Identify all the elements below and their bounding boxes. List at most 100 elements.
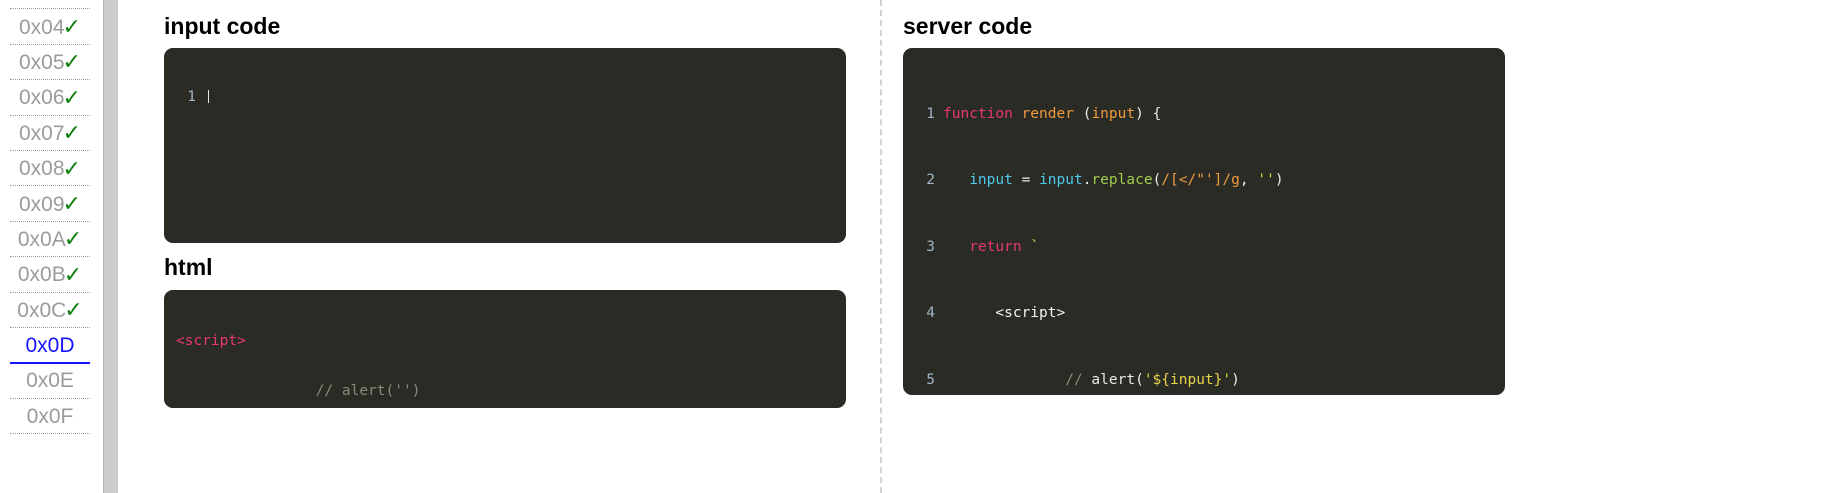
- method-replace: replace: [1091, 172, 1153, 189]
- html-open-script-tag: <script>: [176, 332, 246, 349]
- server-line-2: 2 input = input.replace(/[</"']/g, ''): [913, 172, 1495, 189]
- level-label: 0x0F: [26, 404, 74, 428]
- line-number: 1: [926, 106, 935, 123]
- comment-slashes: //: [1065, 371, 1092, 388]
- level-label: 0x03: [19, 0, 65, 2]
- column-divider: [880, 0, 882, 493]
- level-separator: [10, 114, 90, 116]
- sidebar-level-0x0B[interactable]: 0x0B ✓: [8, 257, 92, 293]
- sidebar-scrollbar[interactable]: [103, 0, 117, 493]
- sidebar-level-0x04[interactable]: 0x04 ✓: [8, 9, 92, 45]
- html-heading: html: [164, 254, 213, 281]
- level-label: 0x04: [19, 15, 65, 39]
- var-input-2: input: [1039, 172, 1083, 189]
- level-sidebar: 0x03 ✓ 0x04 ✓ 0x05 ✓ 0x06 ✓ 0x07: [0, 0, 118, 493]
- sidebar-level-0x0C[interactable]: 0x0C ✓: [8, 293, 92, 328]
- server-code-heading: server code: [903, 13, 1033, 39]
- level-separator: [10, 256, 90, 258]
- level-separator: [10, 8, 90, 10]
- template-interp: ${input}: [1152, 371, 1223, 388]
- input-code-line-1: 1: [174, 89, 836, 106]
- comma: ,: [1239, 172, 1258, 189]
- text-cursor: [208, 90, 209, 104]
- sidebar-level-0x05[interactable]: 0x05 ✓: [8, 45, 92, 81]
- line-number: 2: [926, 172, 935, 189]
- check-icon: ✓: [63, 261, 83, 287]
- check-icon: ✓: [64, 297, 83, 323]
- kw-return: return: [969, 238, 1022, 255]
- check-icon: ✓: [62, 14, 81, 40]
- check-icon: ✓: [62, 49, 81, 75]
- level-label: 0x0B: [17, 263, 66, 287]
- indent: [943, 172, 969, 188]
- level-label: 0x07: [19, 121, 65, 145]
- quote-open: ': [1143, 371, 1153, 388]
- quote-close: ': [1222, 371, 1232, 388]
- level-label: 0x0E: [26, 369, 74, 393]
- fn-render: render: [1021, 106, 1074, 123]
- level-separator: [10, 291, 90, 293]
- level-label: 0x0C: [17, 298, 67, 322]
- indent: [943, 239, 969, 255]
- paren-close: ): [1274, 172, 1284, 189]
- check-icon: ✓: [62, 120, 81, 146]
- server-line-5: 5 // alert('${input}'): [913, 372, 1495, 389]
- space: [1144, 106, 1153, 122]
- open-script-tag: <script>: [995, 305, 1066, 322]
- param-input: input: [1091, 106, 1136, 123]
- regex-literal: /[</"']/g: [1161, 172, 1240, 189]
- space: [1074, 106, 1083, 122]
- level-label: 0x09: [19, 192, 65, 216]
- sidebar-level-0x06[interactable]: 0x06 ✓: [8, 80, 92, 116]
- level-separator: [10, 185, 90, 187]
- level-separator: [10, 220, 90, 222]
- template-backtick-open: `: [1021, 238, 1040, 255]
- line-number: 1: [187, 89, 196, 106]
- brace-open: {: [1152, 106, 1162, 123]
- check-icon: ✓: [63, 226, 83, 252]
- server-line-3: 3 return `: [913, 239, 1495, 256]
- sidebar-level-0x07[interactable]: 0x07 ✓: [8, 116, 92, 151]
- dot: .: [1082, 172, 1092, 189]
- html-line-1: <script>: [176, 333, 834, 350]
- check-icon: ✓: [62, 84, 81, 110]
- level-label: 0x0D: [25, 334, 75, 358]
- sidebar-level-0x0A[interactable]: 0x0A ✓: [8, 222, 92, 258]
- line-number: 3: [926, 238, 935, 255]
- check-icon: ✓: [63, 0, 81, 3]
- input-column: input code 1 html <script> // alert('') …: [164, 0, 846, 408]
- op-assign: =: [1012, 172, 1040, 189]
- indent: [943, 372, 1065, 388]
- input-code-heading: input code: [164, 13, 281, 39]
- sidebar-level-0x0F[interactable]: 0x0F: [8, 399, 92, 435]
- alert-call: alert(: [1091, 371, 1144, 388]
- level-label: 0x06: [19, 86, 65, 110]
- sidebar-level-0x03[interactable]: 0x03 ✓: [8, 0, 92, 10]
- input-code-editor[interactable]: 1: [164, 48, 846, 244]
- sidebar-level-0x0E[interactable]: 0x0E: [8, 363, 92, 399]
- level-separator: [10, 326, 90, 328]
- empty-string: '': [1257, 172, 1275, 189]
- check-icon: ✓: [62, 191, 81, 217]
- level-separator: [10, 397, 90, 399]
- paren-close: ): [1231, 371, 1240, 388]
- sidebar-level-0x08[interactable]: 0x08 ✓: [8, 151, 92, 187]
- level-label: 0x0A: [17, 227, 66, 251]
- level-label: 0x05: [19, 50, 65, 74]
- sidebar-level-0x0D[interactable]: 0x0D: [8, 328, 92, 365]
- kw-function: function: [943, 106, 1013, 123]
- level-separator: [10, 149, 90, 151]
- line-number: 4: [926, 305, 935, 322]
- check-icon: ✓: [62, 155, 81, 181]
- line-number: 5: [926, 371, 935, 388]
- indent: [943, 305, 995, 321]
- html-output-view: <script> // alert('') </script>: [164, 289, 846, 408]
- var-input: input: [969, 172, 1013, 189]
- level-active-indicator: [10, 362, 90, 365]
- sidebar-level-0x09[interactable]: 0x09 ✓: [8, 186, 92, 222]
- level-separator: [10, 79, 90, 81]
